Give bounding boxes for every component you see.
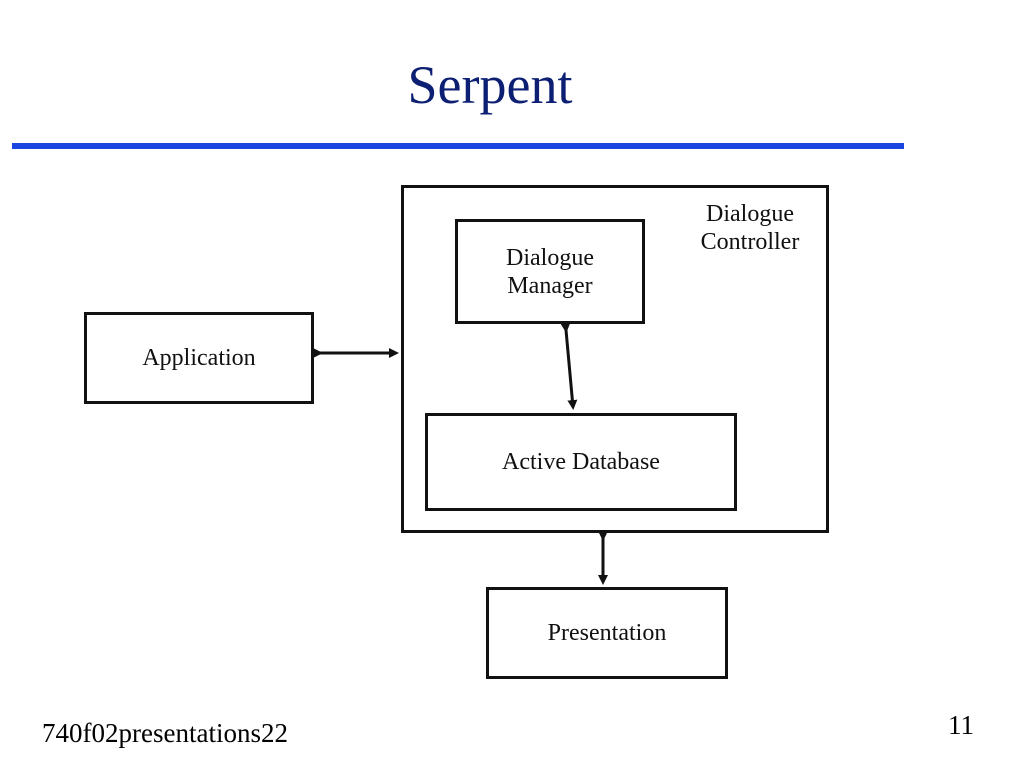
dialogue-controller-label-line2: Controller: [700, 229, 800, 255]
dialogue-controller-label: Dialogue Controller: [680, 200, 820, 256]
application-label: Application: [142, 345, 256, 371]
dialogue-controller-label-line1: Dialogue: [706, 201, 794, 227]
active-database-label: Active Database: [502, 449, 660, 475]
title-divider: [12, 143, 904, 149]
active-database-box: Active Database: [425, 413, 737, 511]
presentation-box: Presentation: [486, 587, 728, 679]
page-number: 11: [948, 710, 974, 740]
slide-title: Serpent: [407, 55, 573, 115]
application-box: Application: [84, 312, 314, 404]
presentation-label: Presentation: [547, 620, 667, 646]
arrow-manager-database: [560, 322, 578, 410]
dialogue-manager-label-line2: Manager: [507, 272, 593, 299]
dialogue-manager-label-line1: Dialogue: [506, 244, 594, 271]
dialogue-manager-box: Dialogue Manager: [455, 219, 645, 324]
footer-source: 740f02presentations22: [42, 718, 288, 748]
